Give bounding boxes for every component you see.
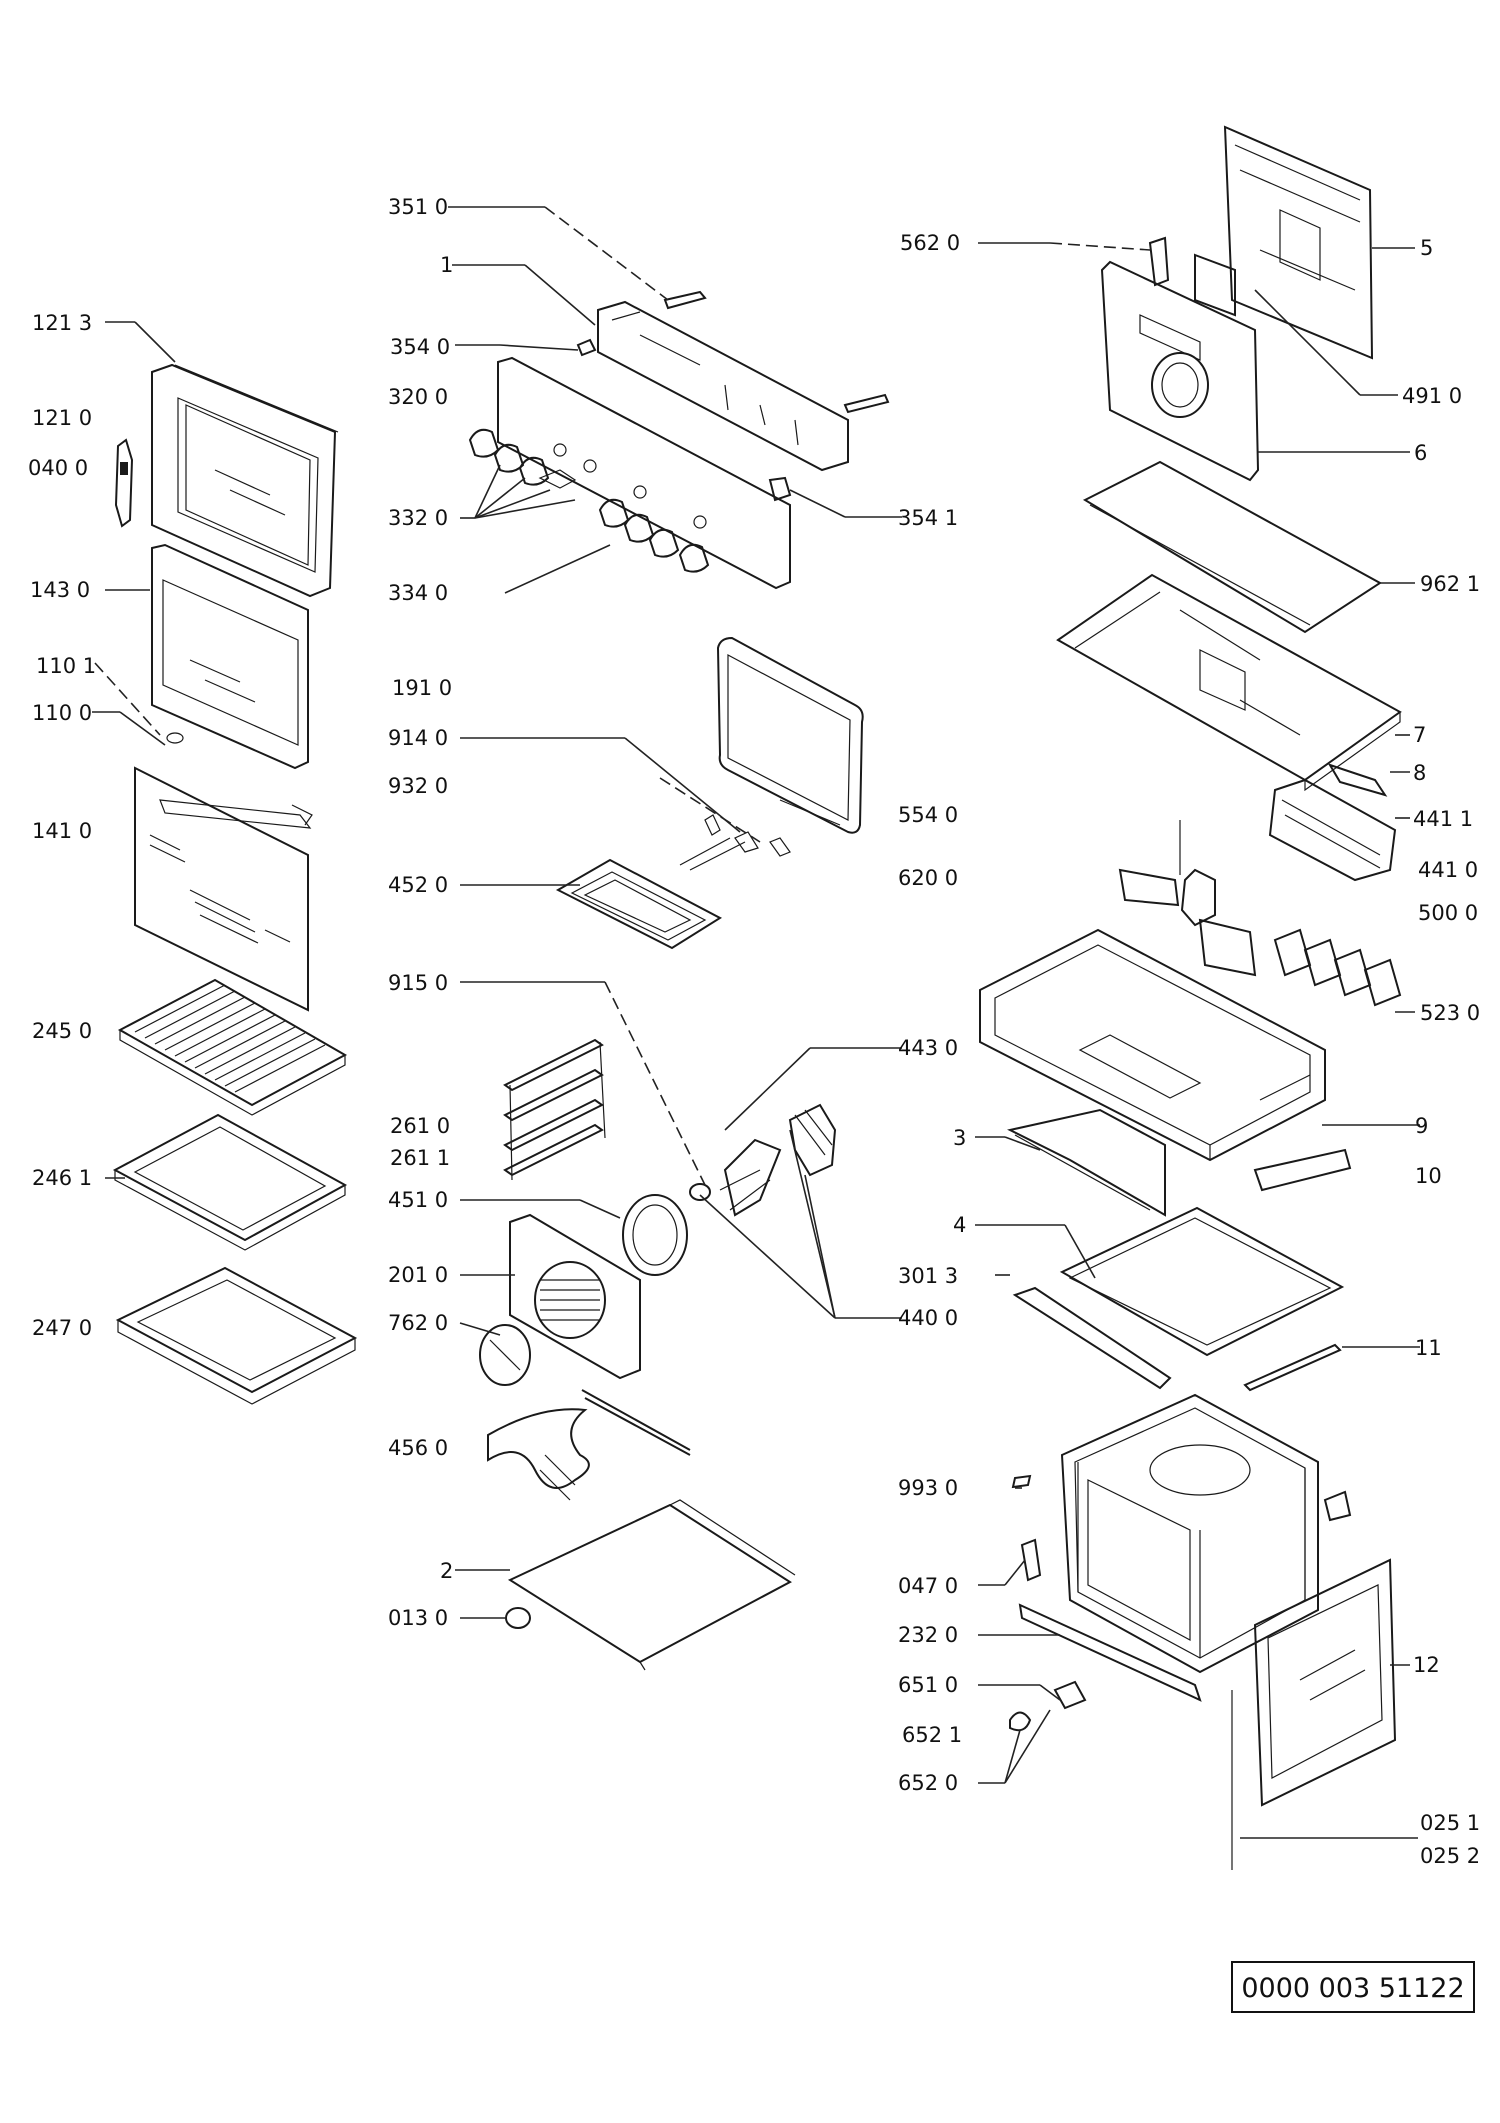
rear-wall-part [1100, 236, 1260, 482]
oven-cavity-part [1018, 1393, 1352, 1702]
label-456-0: 456 0 [388, 1436, 448, 1460]
parts-drawing [112, 125, 1402, 1870]
label-440-0: 440 0 [898, 1306, 958, 1330]
label-320-0: 320 0 [388, 385, 448, 409]
label-246-1: 246 1 [32, 1166, 92, 1190]
label-554-0: 554 0 [898, 803, 958, 827]
label-025-1: 025 1 [1420, 1811, 1480, 1835]
label-914-0: 914 0 [388, 726, 448, 750]
label-013-0: 013 0 [388, 1606, 448, 1630]
label-351-0: 351 0 [388, 195, 448, 219]
label-562-0: 562 0 [900, 231, 960, 255]
fan-cover-part [479, 1194, 688, 1386]
label-651-0: 651 0 [898, 1673, 958, 1697]
door-frame-part [151, 363, 339, 598]
label-523-0: 523 0 [1420, 1001, 1480, 1025]
insulation-sheet-part [1082, 460, 1382, 634]
label-452-0: 452 0 [388, 873, 448, 897]
label-962-1: 962 1 [1420, 572, 1480, 596]
cooling-fan-part [1179, 763, 1397, 927]
electronics-part [1118, 868, 1402, 1007]
label-121-3: 121 3 [32, 311, 92, 335]
document-number-box: 0000 003 51122 [1231, 1961, 1475, 2013]
label-441-1: 441 1 [1413, 807, 1473, 831]
label-201-0: 201 0 [388, 1263, 448, 1287]
label-12: 12 [1413, 1653, 1440, 1677]
label-354-1: 354 1 [898, 506, 958, 530]
baking-tray-part [112, 1113, 348, 1251]
door-handle-part [114, 438, 134, 528]
label-354-0: 354 0 [390, 335, 450, 359]
grill-element-part [487, 1389, 691, 1501]
part-labels: 351 0 1 354 0 320 0 332 0 334 0 354 1 19… [28, 195, 1480, 1868]
oven-rack-glass-part [716, 636, 864, 834]
deep-tray-part [115, 1266, 358, 1405]
label-3: 3 [953, 1126, 966, 1150]
top-plate-part [1056, 573, 1402, 792]
label-110-1: 110 1 [36, 654, 96, 678]
label-9: 9 [1415, 1114, 1428, 1138]
label-047-0: 047 0 [898, 1574, 958, 1598]
label-110-0: 110 0 [32, 701, 92, 725]
label-443-0: 443 0 [898, 1036, 958, 1060]
outer-door-glass-part [134, 766, 309, 1012]
label-11: 11 [1415, 1336, 1442, 1360]
label-025-2: 025 2 [1420, 1844, 1480, 1868]
label-232-0: 232 0 [898, 1623, 958, 1647]
inner-door-glass-part [151, 543, 313, 829]
inner-door-part [1253, 1558, 1397, 1807]
document-number: 0000 003 51122 [1241, 1973, 1464, 2004]
label-121-0: 121 0 [32, 406, 92, 430]
label-332-0: 332 0 [388, 506, 448, 530]
label-932-0: 932 0 [388, 774, 448, 798]
leader-lines [92, 206, 1420, 1839]
label-500-0: 500 0 [1418, 901, 1478, 925]
bottom-panel-part [505, 1499, 796, 1671]
label-5: 5 [1420, 236, 1433, 260]
control-knobs-part [468, 428, 710, 573]
heating-element-part [555, 814, 791, 950]
wire-shelf-part [117, 978, 348, 1116]
fan-motor-part [689, 1103, 837, 1217]
label-652-0: 652 0 [898, 1771, 958, 1795]
chassis-part [979, 928, 1326, 1162]
side-panel-part [1007, 1108, 1352, 1217]
back-panel-part [1223, 125, 1374, 360]
label-261-0: 261 0 [390, 1114, 450, 1138]
label-7: 7 [1413, 723, 1426, 747]
hinge-parts [1009, 1474, 1233, 1870]
label-247-0: 247 0 [32, 1316, 92, 1340]
label-334-0: 334 0 [388, 581, 448, 605]
label-141-0: 141 0 [32, 819, 92, 843]
side-rails-part [503, 1038, 606, 1181]
label-2: 2 [440, 1559, 453, 1583]
label-993-0: 993 0 [898, 1476, 958, 1500]
label-261-1: 261 1 [390, 1146, 450, 1170]
label-10: 10 [1415, 1164, 1442, 1188]
label-1: 1 [440, 253, 453, 277]
label-4: 4 [953, 1213, 966, 1237]
label-451-0: 451 0 [388, 1188, 448, 1212]
label-915-0: 915 0 [388, 971, 448, 995]
label-040-0: 040 0 [28, 456, 88, 480]
control-panel-part [597, 290, 890, 472]
label-191-0: 191 0 [392, 676, 452, 700]
base-plate-part [1012, 1206, 1345, 1392]
label-762-0: 762 0 [388, 1311, 448, 1335]
label-491-0: 491 0 [1402, 384, 1462, 408]
panel-fascia-part [497, 338, 792, 590]
label-143-0: 143 0 [30, 578, 90, 602]
label-441-0: 441 0 [1418, 858, 1478, 882]
label-652-1: 652 1 [902, 1723, 962, 1747]
label-8: 8 [1413, 761, 1426, 785]
label-301-3: 301 3 [898, 1264, 958, 1288]
label-620-0: 620 0 [898, 866, 958, 890]
label-245-0: 245 0 [32, 1019, 92, 1043]
label-6: 6 [1414, 441, 1427, 465]
